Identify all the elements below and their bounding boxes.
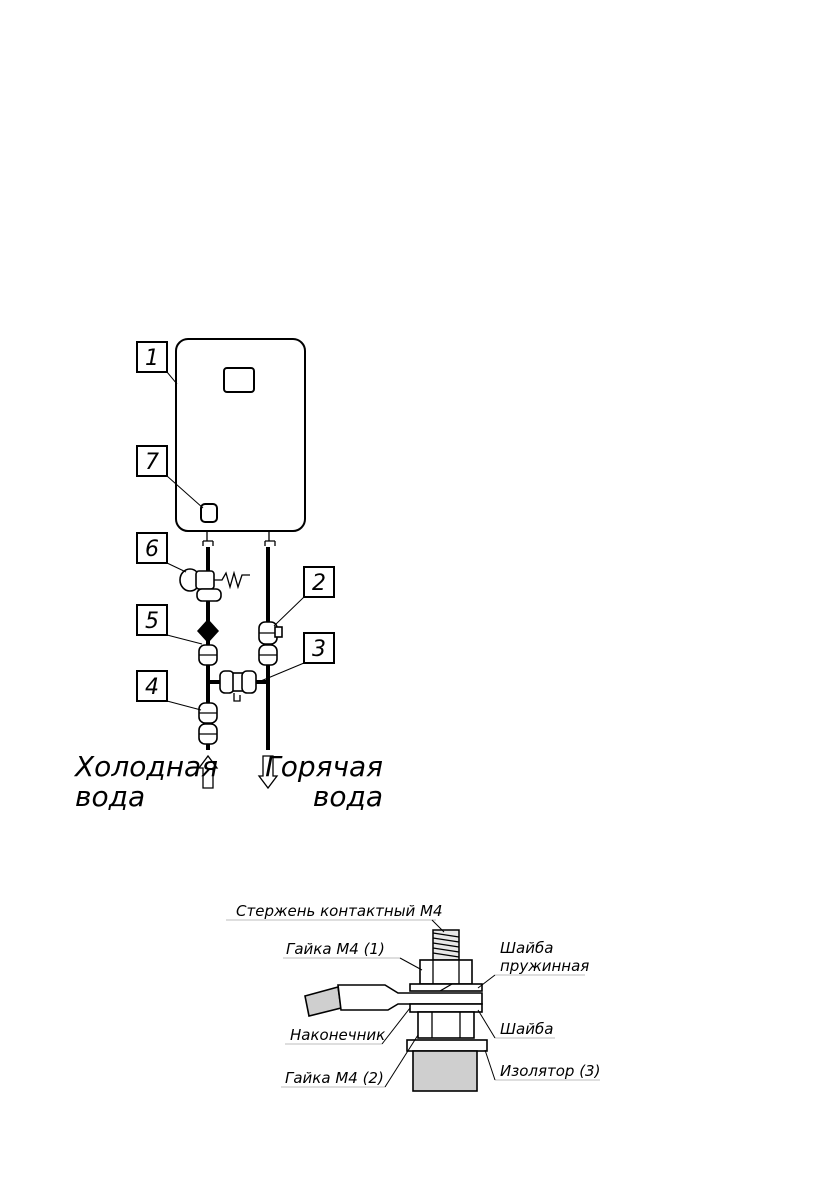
nut-2 — [417, 1011, 475, 1039]
callout-7: 7 — [136, 445, 204, 509]
callout-6: 6 — [136, 532, 187, 573]
pipe-stubs — [202, 531, 276, 546]
hot-outflow-arrow — [257, 755, 279, 790]
insulator-flange — [406, 1039, 488, 1052]
terminal-assembly: Стержень контактный М4 Гайка М4 (1) Шайб… — [226, 902, 600, 1092]
label-nut-1: Гайка М4 (1) — [286, 940, 385, 958]
label-rod: Стержень контактный М4 — [236, 902, 443, 920]
callout-5: 5 — [136, 604, 203, 645]
svg-text:3: 3 — [312, 637, 326, 662]
label-insulator: Изолятор (3) — [500, 1062, 600, 1080]
water-heater-scheme: 1 7 6 5 4 2 3 — [73, 338, 383, 813]
cold-inflow-arrow — [197, 754, 219, 789]
insulator-body — [412, 1050, 478, 1092]
svg-text:1: 1 — [145, 346, 159, 371]
label-spring-washer-2: пружинная — [500, 957, 589, 975]
washer — [409, 1003, 483, 1013]
bypass-valve-3 — [219, 670, 257, 702]
contact-rod — [432, 929, 460, 961]
callout-4: 4 — [136, 670, 202, 711]
svg-text:2: 2 — [312, 571, 326, 596]
safety-valve-6 — [179, 568, 250, 602]
hot-water-label-line1: Горячая — [265, 750, 383, 783]
hot-valve-2 — [258, 621, 283, 666]
shutoff-valve-4 — [198, 702, 218, 745]
heater-valve-7 — [200, 503, 218, 523]
svg-text:4: 4 — [145, 675, 159, 700]
heater-body — [175, 338, 306, 532]
svg-text:5: 5 — [145, 609, 159, 634]
label-washer: Шайба — [500, 1020, 553, 1038]
label-spring-washer-1: Шайба — [500, 939, 553, 957]
callout-2: 2 — [273, 566, 335, 627]
svg-text:7: 7 — [145, 450, 159, 475]
callout-3: 3 — [255, 632, 335, 684]
cable — [304, 985, 342, 1017]
cold-water-label-line1: Холодная — [73, 750, 218, 783]
svg-text:6: 6 — [145, 537, 159, 562]
cold-water-label-line2: вода — [75, 780, 145, 813]
heater-display — [223, 367, 255, 393]
label-lug: Наконечник — [290, 1026, 385, 1044]
nut-1 — [419, 959, 473, 985]
callout-1: 1 — [136, 341, 178, 385]
hot-water-label-line2: вода — [313, 780, 383, 813]
label-nut-2: Гайка М4 (2) — [285, 1069, 384, 1087]
check-valve-5 — [196, 618, 220, 666]
